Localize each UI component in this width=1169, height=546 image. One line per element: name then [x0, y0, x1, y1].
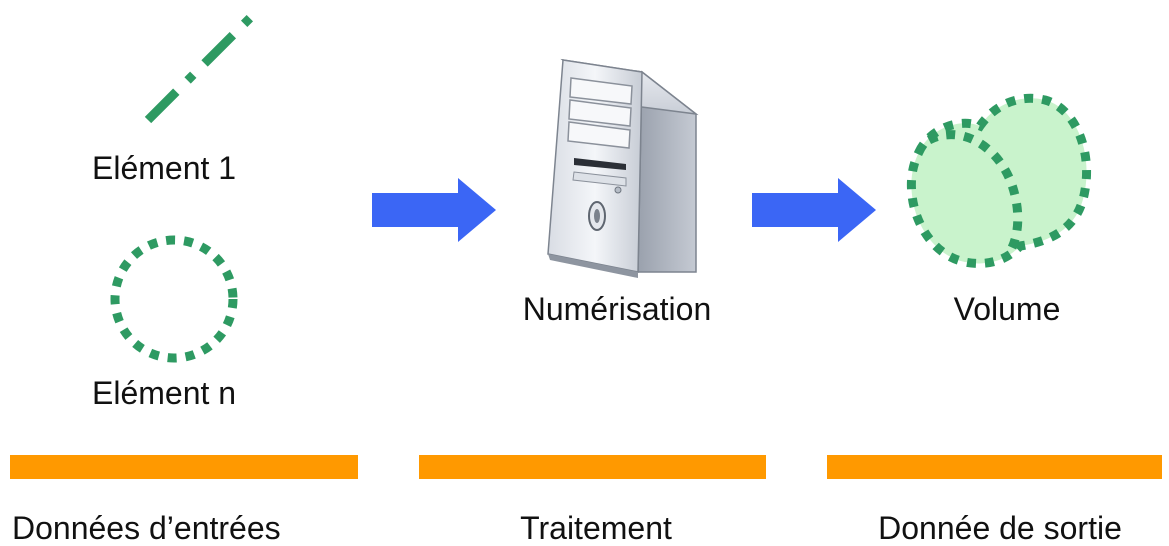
section-label-output: Donnée de sortie: [878, 510, 1122, 546]
element-1-line-icon: [144, 9, 259, 124]
section-bar-inputs: [10, 455, 358, 479]
section-bar-output: [827, 455, 1162, 479]
process-label: Numérisation: [522, 291, 712, 327]
section-label-inputs: Données d’entrées: [12, 510, 281, 546]
arrow-right-icon: [752, 178, 876, 242]
cylinder-volume-icon: [906, 93, 1092, 268]
element-1-label: Elément 1: [92, 150, 237, 186]
element-n-label: Elément n: [92, 375, 237, 411]
arrow-right-icon: [372, 178, 496, 242]
computer-tower-icon: [547, 58, 699, 278]
element-n-circle-icon: [110, 235, 238, 363]
output-label: Volume: [953, 291, 1061, 327]
section-bar-processing: [419, 455, 766, 479]
section-label-processing: Traitement: [520, 510, 672, 546]
